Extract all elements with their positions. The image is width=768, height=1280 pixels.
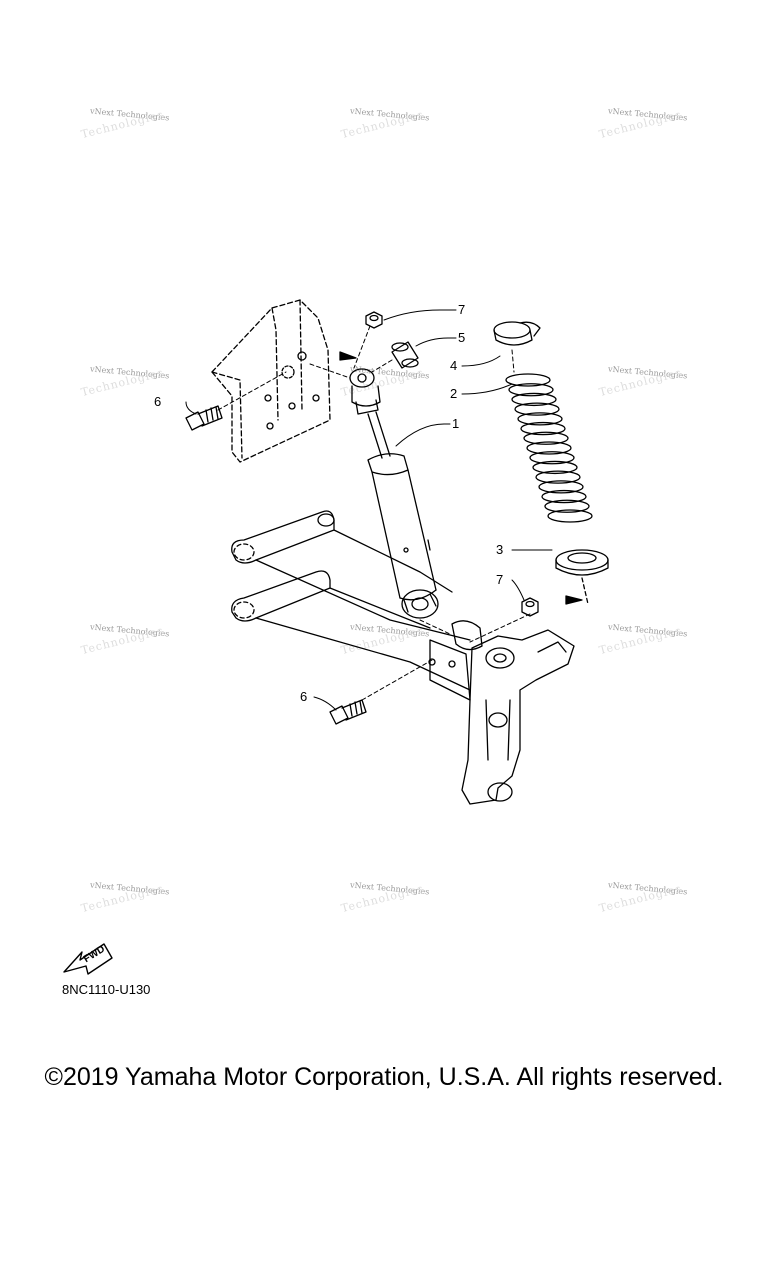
spring-coil bbox=[523, 431, 569, 445]
callout-1: 1 bbox=[452, 416, 460, 431]
collar bbox=[391, 341, 419, 369]
shock-absorber bbox=[349, 368, 439, 619]
spring-coil bbox=[514, 402, 560, 416]
callout-2: 2 bbox=[450, 386, 458, 401]
spring-coil bbox=[526, 441, 572, 455]
callout-7-lower: 7 bbox=[496, 572, 504, 587]
spring-coil bbox=[529, 451, 575, 465]
direction-arrow bbox=[565, 595, 583, 605]
callout-3: 3 bbox=[496, 542, 504, 557]
assembly-lines bbox=[217, 325, 531, 701]
callout-6-upper: 6 bbox=[154, 394, 162, 409]
callout-5: 5 bbox=[458, 330, 466, 345]
frame-bracket bbox=[211, 299, 331, 463]
spring-coil bbox=[541, 489, 587, 504]
leader-lines bbox=[185, 309, 553, 711]
copyright-notice: ©2019 Yamaha Motor Corporation, U.S.A. A… bbox=[44, 1063, 724, 1091]
knuckle bbox=[461, 629, 575, 805]
bolt-lower bbox=[329, 699, 367, 725]
spring-coil bbox=[505, 373, 551, 387]
callout-7-top: 7 bbox=[458, 302, 466, 317]
spring-seat-lower bbox=[555, 549, 609, 605]
spring-coil bbox=[544, 499, 590, 513]
spring-coil bbox=[508, 383, 554, 397]
diagram-code: 8NC1110-U130 bbox=[62, 982, 151, 997]
nut-top bbox=[365, 311, 383, 329]
spring-coil bbox=[535, 470, 581, 484]
spring-coil bbox=[547, 509, 593, 523]
fwd-arrow-icon bbox=[63, 943, 113, 975]
direction-arrow bbox=[339, 351, 357, 361]
spring-coil bbox=[511, 392, 557, 407]
spring-coil bbox=[520, 421, 566, 436]
bolt-upper bbox=[185, 405, 223, 431]
spring-coil bbox=[538, 480, 584, 494]
spring-seat-upper bbox=[493, 321, 541, 346]
nut-lower bbox=[521, 597, 539, 617]
spring-coil bbox=[532, 460, 578, 475]
callout-6-lower: 6 bbox=[300, 689, 308, 704]
callout-4: 4 bbox=[450, 358, 458, 373]
coil-spring bbox=[505, 373, 593, 523]
spring-coil bbox=[517, 412, 563, 426]
a-arm bbox=[231, 510, 483, 701]
